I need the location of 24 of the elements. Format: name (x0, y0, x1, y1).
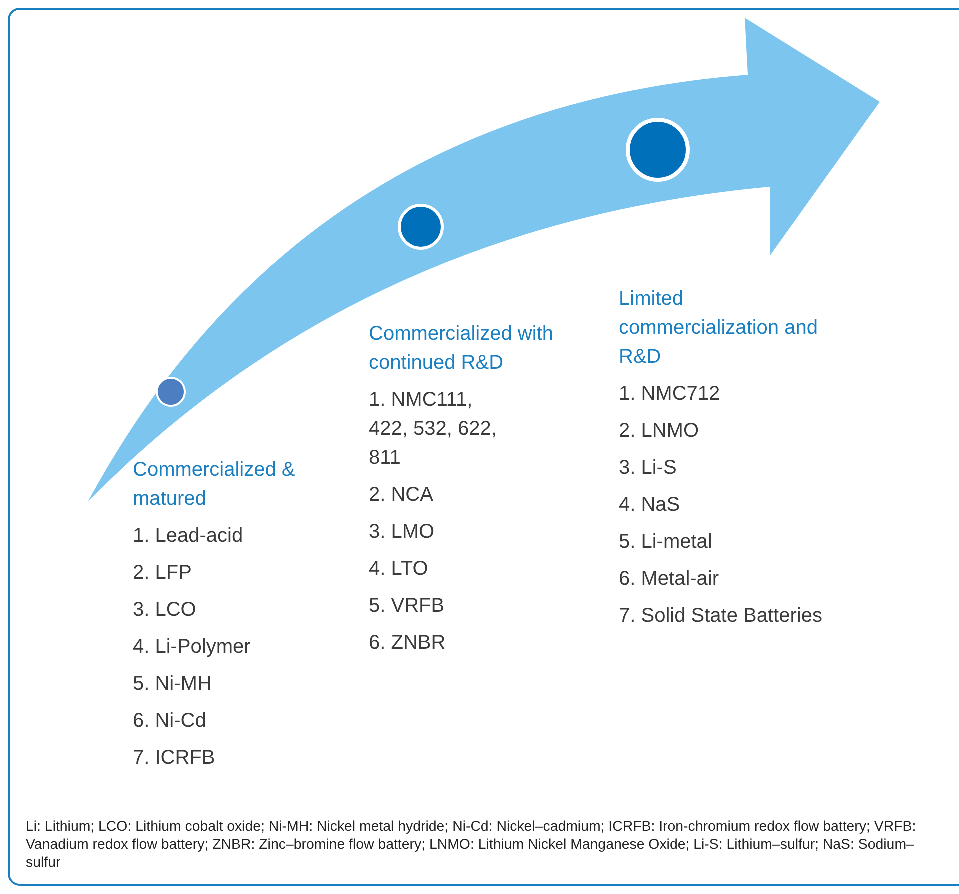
list-item: 3. Li-S (619, 456, 678, 481)
list-item: 4. LTO (369, 557, 430, 582)
list-item: 5. VRFB (369, 594, 446, 619)
list-item: 3. LCO (133, 598, 198, 623)
list-item: 3. LMO (369, 520, 436, 545)
list-item: 6. Metal-air (619, 567, 720, 592)
list-item: 4. Li-Polymer (133, 635, 252, 660)
list-item: 4. NaS (619, 493, 682, 518)
footnote: Li: Lithium; LCO: Lithium cobalt oxide; Ni-MH: Nickel metal hydride; Ni-Cd: Nickel–cadmium; ICRFB: Iron-chromium redox flow battery; VRFB: Vanadium redox flow battery; ZNBR: Zinc–bromine flow battery; LNMO: Lithium Nickel Manganese Oxide; Li-S: Lithium–sulfur; NaS: Sodium–sulfur (26, 818, 918, 872)
list-item: 2. LFP (133, 561, 193, 586)
list-item: 7. ICRFB (133, 746, 216, 771)
list-item: 2. NCA (369, 483, 434, 508)
list-item: 5. Ni-MH (133, 672, 213, 697)
group-heading: Limited commercialization and R&D (619, 287, 819, 370)
list-item: 1. Lead-acid (133, 524, 244, 549)
list-item: 1. NMC712 (619, 382, 722, 407)
group-heading: Commercialized with continued R&D (369, 322, 554, 376)
list-item: 5. Li-metal (619, 530, 714, 555)
list-item: 7. Solid State Batteries (619, 604, 824, 629)
list-item: 6. ZNBR (369, 631, 447, 656)
group-heading: Commercialized & matured (133, 458, 296, 512)
list-item: 6. Ni-Cd (133, 709, 208, 734)
list-item: 1. NMC111, 422, 532, 622, 811 (369, 388, 498, 471)
list-item: 2. LNMO (619, 419, 700, 444)
